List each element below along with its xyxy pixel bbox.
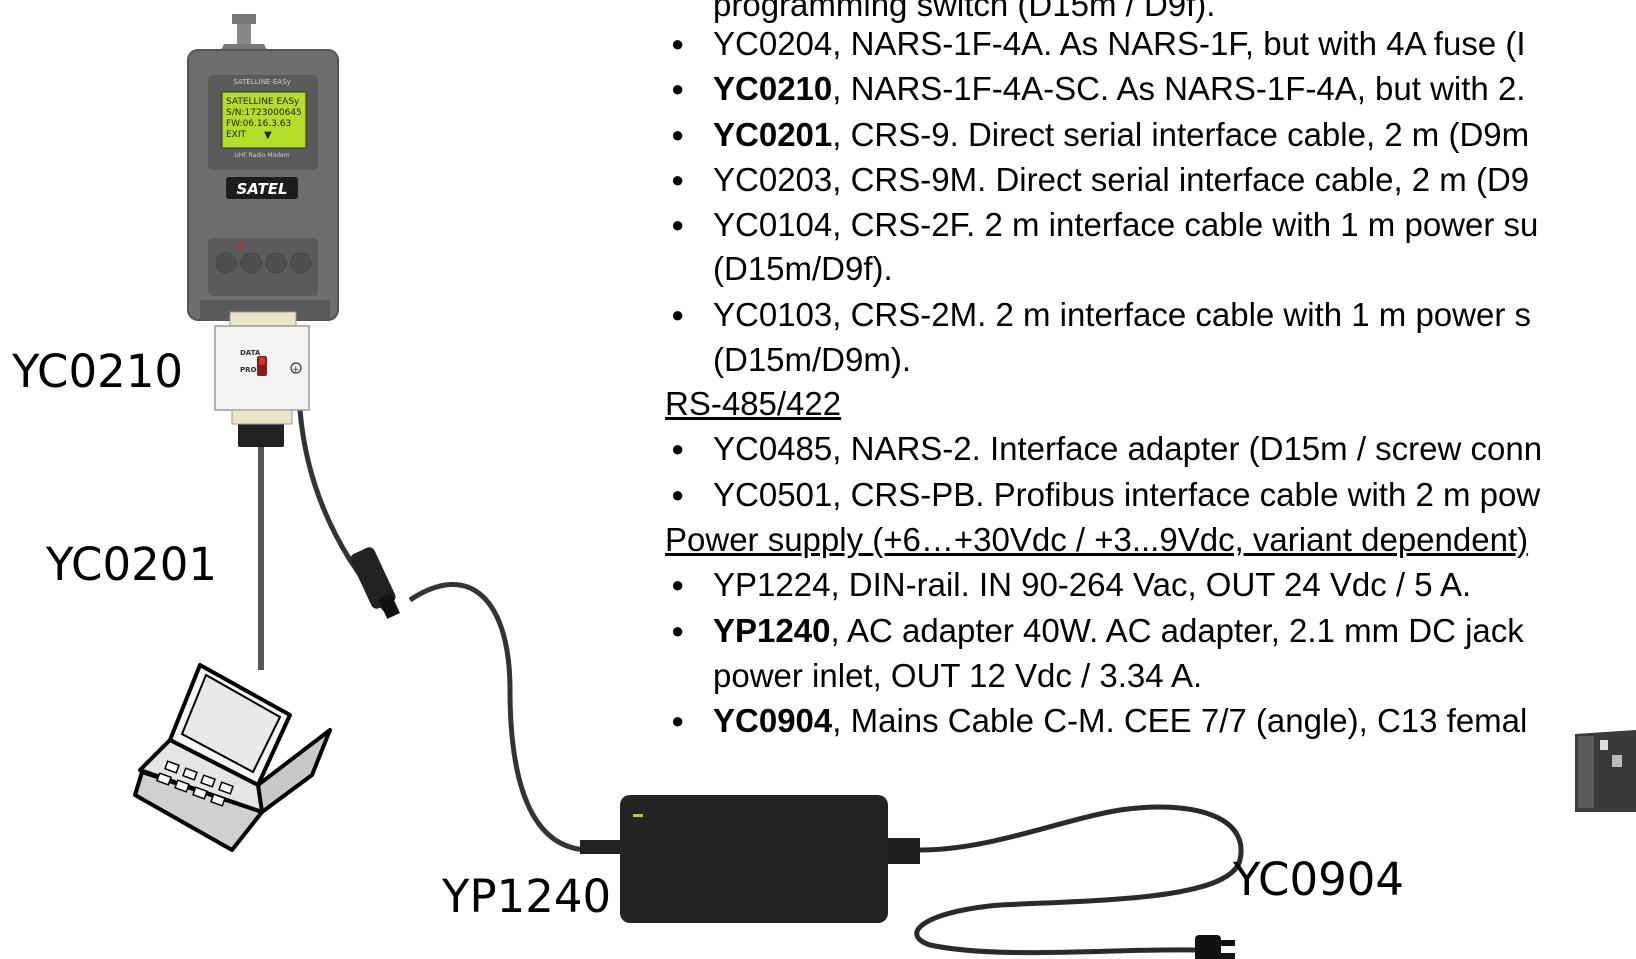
item-continuation: (D15m/D9m). (713, 341, 912, 378)
bullet-icon: ● (671, 31, 685, 56)
item-code: YC0904 (713, 702, 833, 739)
item-text: , CRS-2M. 2 m interface cable with 1 m p… (832, 296, 1532, 333)
modem-device: SATELLINE-EASy SATELLINE EASy S/N:172300… (187, 14, 339, 321)
item-text: , CRS-9M. Direct serial interface cable,… (832, 161, 1530, 198)
item-code: YC0104 (713, 206, 833, 243)
lcd-line-1: SATELLINE EASy (226, 97, 300, 107)
mains-cable (914, 804, 1244, 956)
adapter-label-data: DATA (240, 349, 261, 357)
bullet-icon: ● (671, 167, 685, 192)
item-text: , CRS-9. Direct serial interface cable, … (832, 116, 1530, 153)
item-code: YC0204 (713, 25, 833, 62)
lcd-line-2: S/N:1723000645 (226, 108, 302, 118)
item-continuation: power inlet, OUT 12 Vdc / 3.34 A. (713, 657, 1203, 694)
device-brand-small: SATELLINE-EASy (233, 78, 290, 86)
bullet-icon: ● (671, 122, 685, 147)
lcd-line-3: FW:06.16.3.63 (226, 119, 291, 129)
item-text: , NARS-1F-4A. As NARS-1F, but with 4A fu… (832, 25, 1526, 62)
bullet-icon: ● (671, 708, 685, 733)
item-text: , NARS-1F-4A-SC. As NARS-1F-4A, but with… (832, 70, 1526, 107)
item-code: YC0501 (713, 476, 833, 513)
item-text: , NARS-2. Interface adapter (D15m / scre… (832, 430, 1543, 467)
laptop-icon (133, 663, 332, 852)
label-yc0201: YC0201 (46, 538, 217, 591)
label-yc0904: YC0904 (1233, 853, 1404, 906)
item-text: , AC adapter 40W. AC adapter, 2.1 mm DC … (830, 612, 1524, 649)
label-yc0210: YC0210 (12, 345, 183, 398)
item-text: , CRS-PB. Profibus interface cable with … (832, 476, 1541, 513)
item-code: YC0201 (713, 116, 833, 153)
plus-icon: + (292, 365, 300, 375)
adapter-box: DATA PROG + (214, 311, 310, 425)
adapter-label-prog: PROG (240, 366, 262, 374)
section-header-rs485: RS-485/422 (665, 385, 842, 422)
dc-plug (350, 547, 400, 619)
item-code: YC0210 (713, 70, 833, 107)
dc-cable-2 (408, 582, 591, 853)
item-code: YP1224 (713, 566, 831, 603)
top-line: programming switch (D15m / D9f). (713, 0, 1216, 23)
item-continuation: (D15m/D9f). (713, 250, 893, 287)
bullet-icon: ● (671, 618, 685, 643)
item-text: , Mains Cable C-M. CEE 7/7 (angle), C13 … (832, 702, 1528, 739)
serial-cable (238, 423, 284, 670)
label-yp1240: YP1240 (442, 870, 612, 923)
item-code: YC0203 (713, 161, 833, 198)
power-supply (580, 795, 920, 923)
satel-logo: SATEL (236, 180, 287, 198)
item-text: , CRS-2F. 2 m interface cable with 1 m p… (832, 206, 1539, 243)
device-subtitle: UHF Radio Modem (234, 152, 289, 159)
item-code: YP1240 (713, 612, 831, 649)
section-header-power-supply: Power supply (+6…+30Vdc / +3...9Vdc, var… (665, 521, 1529, 558)
item-code: YC0485 (713, 430, 833, 467)
bullet-icon: ● (671, 436, 685, 461)
item-text: , DIN-rail. IN 90-264 Vac, OUT 24 Vdc / … (830, 566, 1472, 603)
bullet-icon: ● (671, 212, 685, 237)
lcd-down-arrow-icon: ▼ (264, 130, 272, 141)
bullet-icon: ● (671, 572, 685, 597)
bullet-icon: ● (671, 76, 685, 101)
partial-device-image (1575, 730, 1636, 812)
bullet-icon: ● (671, 482, 685, 507)
item-code: YC0103 (713, 296, 833, 333)
mains-plug (1195, 935, 1235, 959)
bullet-icon: ● (671, 302, 685, 327)
lcd-line-4: EXIT (226, 130, 247, 140)
